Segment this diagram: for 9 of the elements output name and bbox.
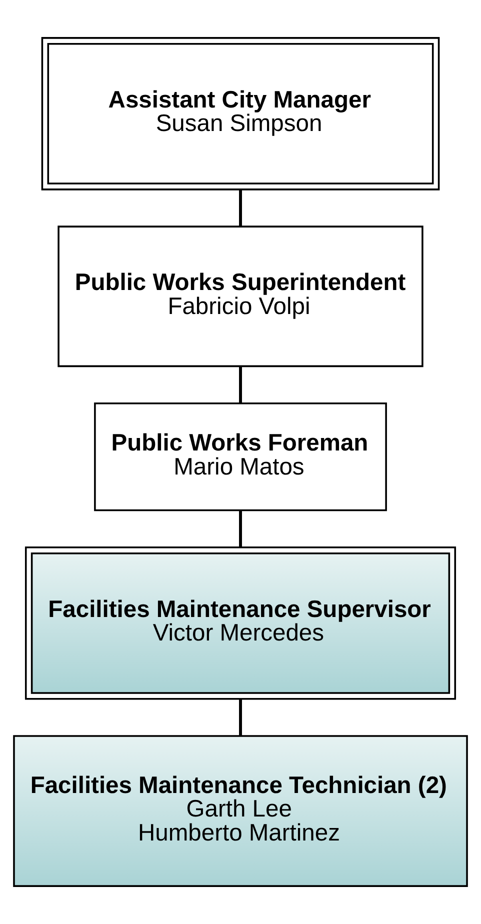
connector [239, 366, 242, 404]
connector [239, 699, 242, 736]
node-box: Public Works Foreman Mario Matos [94, 402, 387, 512]
connector [239, 510, 242, 548]
node-box: Assistant City Manager Susan Simpson [41, 37, 440, 190]
node-box: Facilities Maintenance Technician (2) Garth Lee Humberto Martinez [13, 735, 468, 887]
connector [239, 190, 242, 227]
node-box: Public Works Superintendent Fabricio Volpi [58, 226, 424, 368]
node-box: Facilities Maintenance Supervisor Victor Mercedes [24, 546, 456, 700]
